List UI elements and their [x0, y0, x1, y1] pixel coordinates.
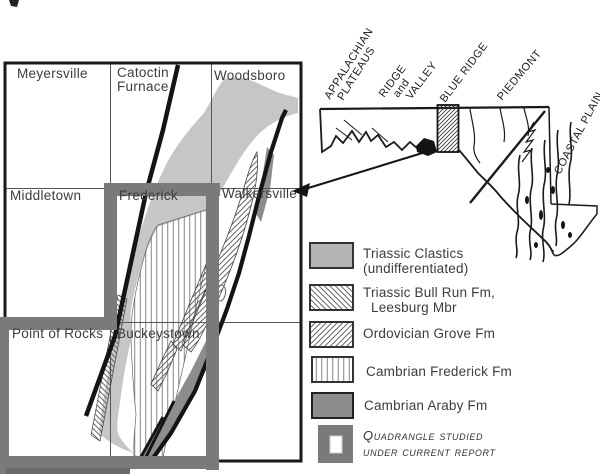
- legend-label-bullrun-2: Leesburg Mbr: [371, 300, 457, 315]
- study-location-blob: [416, 138, 437, 156]
- quad-label-frederick: Frederick: [119, 188, 178, 203]
- legend: Triassic Clastics (undifferentiated) Tri…: [309, 242, 512, 463]
- legend-label-grove: Ordovician Grove Fm: [363, 326, 495, 341]
- study-location-rect: [436, 104, 460, 153]
- legend-label-study-1: Quadrangle studied: [363, 428, 483, 443]
- quad-label-meyersville: Meyersville: [17, 66, 88, 81]
- province-label-valley: VALLEY: [404, 59, 440, 101]
- quad-label-buckeystown: Buckeystown: [117, 326, 200, 341]
- triassic-clastics-area: [99, 77, 298, 453]
- quad-label-woodsboro: Woodsboro: [214, 68, 286, 83]
- study-area-outline-bottom-strip: [6, 468, 130, 474]
- maryland-inset-map: APPALACHIAN PLATEAUS RIDGE and VALLEY BL…: [292, 26, 600, 263]
- province-label-piedmont: PIEDMONT: [495, 48, 544, 103]
- location-arrow: [292, 150, 430, 197]
- arrowhead: [292, 183, 310, 197]
- scan-artifact: [9, 0, 19, 7]
- legend-swatch-frederick: [311, 356, 354, 383]
- quad-label-middletown: Middletown: [10, 188, 81, 203]
- legend-label-araby: Cambrian Araby Fm: [364, 398, 487, 413]
- legend-label-study-2: under current report: [363, 444, 496, 459]
- legend-label-clastics-2: (undifferentiated): [363, 261, 468, 276]
- quad-label-catoctin-1: Catoctin: [117, 65, 169, 80]
- quad-label-point-of-rocks: Point of Rocks: [12, 326, 103, 341]
- chesapeake-bay-shorelines: [515, 121, 573, 263]
- legend-swatch-study-outline: [318, 425, 353, 463]
- legend-label-clastics-1: Triassic Clastics: [363, 246, 463, 261]
- province-label-blue-ridge: BLUE RIDGE: [438, 40, 491, 104]
- legend-label-frederick: Cambrian Frederick Fm: [366, 364, 512, 379]
- legend-swatch-araby: [311, 392, 354, 419]
- quadrangle-map: Meyersville Catoctin Furnace Woodsboro M…: [0, 61, 303, 474]
- quad-label-catoctin-2: Furnace: [117, 79, 169, 94]
- legend-swatch-triassic-clastics: [309, 242, 354, 269]
- legend-swatch-bull-run: [309, 284, 354, 311]
- legend-swatch-grove: [309, 321, 354, 348]
- legend-label-bullrun-1: Triassic Bull Run Fm,: [363, 285, 495, 300]
- bay-islands: [525, 167, 572, 248]
- quad-label-walkersville: Walkersville: [222, 186, 297, 201]
- grove-fm-area: [150, 150, 258, 392]
- province-label-coastal-plain: COASTAL PLAIN: [552, 90, 600, 176]
- study-area-outline: [0, 183, 220, 474]
